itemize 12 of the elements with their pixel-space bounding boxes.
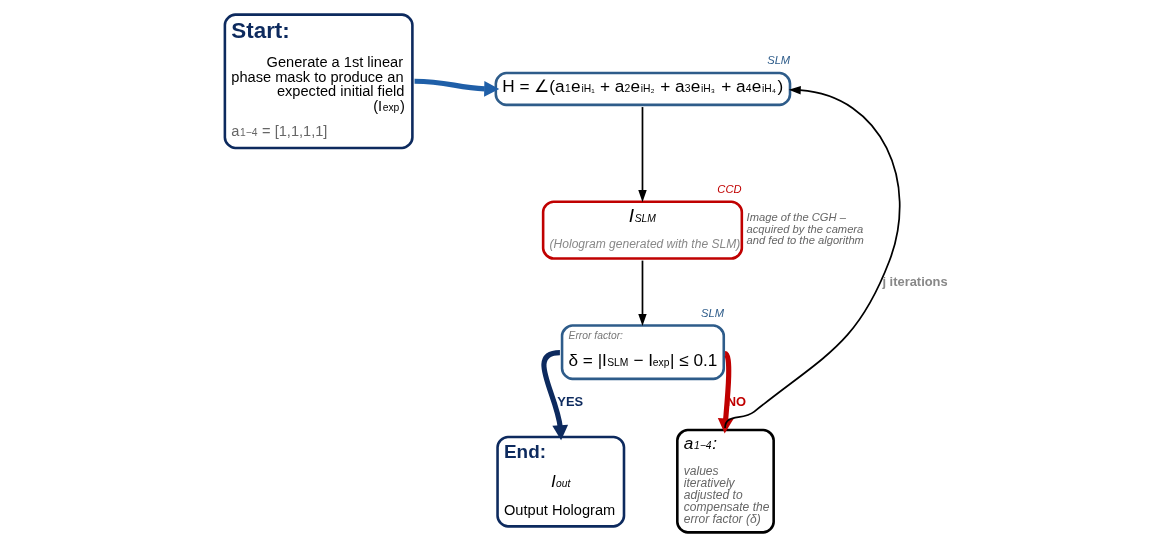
node-label: CCD: [717, 182, 742, 195]
arrow: [724, 85, 901, 429]
arrow: [414, 78, 500, 97]
edge-label: j iterations: [882, 273, 948, 289]
arrow: [638, 259, 647, 326]
arrow: [541, 350, 569, 441]
edge-label: YES: [557, 394, 584, 410]
node-label: SLM: [700, 306, 724, 319]
node-label: SLM: [767, 54, 791, 67]
node-label: Image of the CGH – acquired by the camera and fed to the algorithm: [746, 211, 864, 246]
arrow: [717, 351, 734, 434]
arrow: [638, 106, 647, 203]
